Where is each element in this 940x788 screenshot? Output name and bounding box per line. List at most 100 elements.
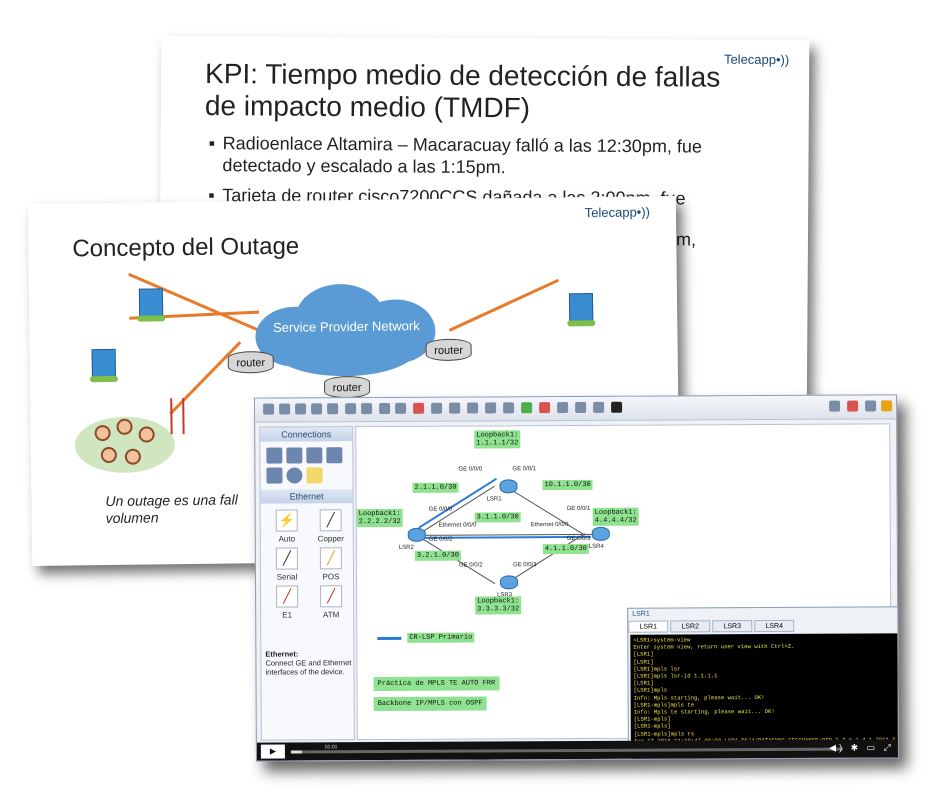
chat-icon[interactable] [829, 400, 841, 412]
pc-category-icon[interactable] [266, 467, 283, 484]
cli-window: LSR1 LSR1 LSR2 LSR3 LSR4 <LSR1>system-vi… [627, 605, 899, 762]
cable-icon: ╱ [319, 547, 342, 570]
slide-title: KPI: Tiempo medio de detección de fallas… [204, 58, 721, 124]
cli-tabs: LSR1 LSR2 LSR3 LSR4 [628, 619, 899, 633]
cloud-category-icon[interactable] [286, 467, 303, 484]
progress-bar[interactable]: 01:01 [290, 744, 843, 754]
building-icon [91, 348, 116, 378]
port-label: GE 0/0/1 [512, 466, 537, 473]
tab-lsr2[interactable]: LSR2 [670, 620, 711, 633]
legend-swatch [377, 636, 402, 641]
subnet-label: 3.1.1.0/30 [474, 512, 521, 523]
port-label: GE 0/0/0 [428, 506, 453, 513]
print-icon[interactable] [327, 403, 339, 415]
subnet-label: 3.2.1.0/30 [414, 550, 461, 561]
redo-icon[interactable] [361, 403, 373, 415]
link-line [448, 278, 560, 332]
cable-category-icon[interactable] [306, 467, 323, 484]
text-icon[interactable] [431, 402, 443, 414]
settings-icon[interactable]: ✱ [850, 742, 862, 753]
cloud-label: Service Provider Network [272, 318, 420, 335]
lightning-icon: ⚡ [275, 509, 298, 532]
cable-description: Ethernet: Connect GE and Ethernet interf… [265, 649, 352, 677]
video-player-bar: ▶ 01:01 ◀) ✱ ▭ ⤢ [256, 739, 898, 761]
wlan-category-icon[interactable] [306, 447, 323, 464]
node-label: LSR2 [398, 544, 414, 551]
firewall-category-icon[interactable] [326, 447, 343, 464]
select-icon[interactable] [379, 402, 391, 415]
connections-header: Connections [260, 427, 353, 442]
loopback-label: Loopback1: 1.1.1.1/32 [474, 430, 521, 449]
switch-category-icon[interactable] [286, 447, 303, 464]
cable-icon: ╱ [276, 585, 299, 608]
router-category-icon[interactable] [266, 447, 283, 464]
loopback-label: Loopback1: 4.4.4.4/32 [592, 507, 639, 526]
fullscreen-icon[interactable]: ⤢ [883, 742, 894, 753]
note-label: Backbone IP/MPLS con OSPF [373, 696, 487, 712]
cable-e1[interactable]: ╱E1 [267, 585, 307, 620]
port-label: GE 0/0/0 [458, 466, 483, 473]
new-icon[interactable] [263, 403, 275, 415]
subnet-label: 2.1.1.0/30 [412, 482, 459, 493]
tab-lsr3[interactable]: LSR3 [712, 620, 753, 633]
port-label: Ethernet 0/0/0 [530, 522, 569, 529]
cable-pos[interactable]: ╱POS [311, 547, 351, 581]
home-icon[interactable] [847, 400, 859, 412]
tab-lsr4[interactable]: LSR4 [754, 619, 795, 633]
loopback-label: Loopback1: 3.3.3.3/32 [475, 596, 522, 615]
subnet-label: 10.1.1.0/30 [542, 479, 593, 491]
ensp-simulator-window: Connections Ethernet ⚡Auto ╱Copper ╱Seri… [254, 394, 899, 762]
fullscreen-icon[interactable] [611, 401, 623, 413]
settings-icon[interactable] [865, 400, 877, 412]
volume-icon[interactable]: ◀) [829, 742, 846, 753]
delete-icon[interactable] [413, 402, 425, 414]
router-icon: router [227, 350, 274, 374]
subnet-label: 4.1.1.0/30 [542, 543, 589, 555]
save-icon[interactable] [295, 403, 307, 415]
rectangle-icon[interactable] [449, 402, 461, 414]
play-icon[interactable]: ▶ [260, 744, 285, 759]
cable-auto[interactable]: ⚡Auto [267, 509, 307, 544]
undo-icon[interactable] [345, 403, 357, 415]
tab-lsr1[interactable]: LSR1 [628, 620, 669, 633]
port-label: GE 0/0/2 [428, 536, 453, 543]
users-icon [74, 416, 176, 474]
open-icon[interactable] [279, 403, 291, 415]
port-label: GE 0/0/1 [566, 505, 591, 513]
telecapp-logo: Telecapp•)) [584, 204, 651, 221]
ellipse-icon[interactable] [467, 402, 479, 414]
cable-icon: ╱ [319, 509, 342, 532]
topology-icon[interactable] [575, 401, 587, 414]
zoom-in-icon[interactable] [485, 402, 497, 414]
cable-atm[interactable]: ╱ATM [311, 585, 351, 619]
node-label: LSR4 [588, 543, 604, 550]
drag-icon[interactable] [395, 402, 407, 414]
loopback-label: Loopback1: 2.2.2.2/32 [356, 508, 403, 528]
capture-icon[interactable] [557, 402, 569, 414]
captions-icon[interactable]: ▭ [866, 742, 879, 753]
building-icon [568, 293, 594, 322]
note-label: Práctica de MPLS TE AUTO FRR [373, 676, 500, 692]
player-controls: ◀) ✱ ▭ ⤢ [829, 742, 894, 753]
ethernet-header: Ethernet [260, 489, 353, 504]
port-label: GE 0/0/3 [566, 535, 591, 543]
router-lsr3[interactable] [499, 575, 519, 590]
zoom-out-icon[interactable] [503, 402, 515, 414]
cable-copper[interactable]: ╱Copper [311, 509, 351, 543]
toolbar [255, 395, 897, 423]
stop-icon[interactable] [539, 402, 551, 414]
progress-fill [290, 750, 302, 754]
topology-canvas[interactable]: LSR1 LSR2 LSR4 LSR3 Loopback1: 1.1.1.1/3… [355, 423, 899, 762]
start-icon[interactable] [521, 402, 533, 414]
cli-icon[interactable] [593, 401, 605, 413]
router-lsr2[interactable] [407, 527, 426, 542]
cable-serial[interactable]: ╱Serial [267, 547, 307, 582]
help-icon[interactable] [881, 400, 893, 412]
save-as-icon[interactable] [311, 403, 323, 415]
router-lsr1[interactable] [499, 479, 518, 494]
router-lsr4[interactable] [591, 526, 610, 541]
slide-title: Concepto del Outage [72, 232, 300, 263]
legend-label: CR-LSP Primario [407, 632, 475, 643]
node-label: LSR1 [486, 496, 502, 503]
